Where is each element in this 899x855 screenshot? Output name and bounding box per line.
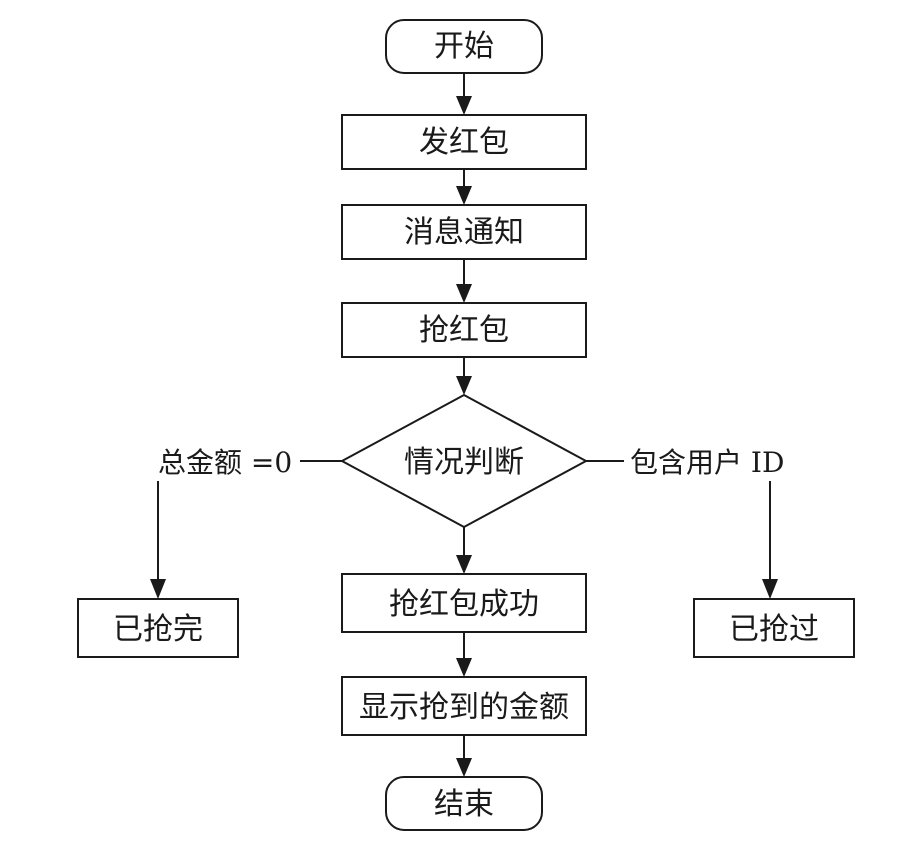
send-red-packet-node: 发红包 [341, 114, 587, 170]
condition-check-label: 情况判断 [404, 445, 524, 480]
start-node: 开始 [385, 19, 543, 74]
arrowhead-icon [456, 284, 472, 303]
message-notify-node: 消息通知 [341, 204, 587, 260]
arrowhead-icon [150, 579, 166, 599]
arrow-success-to-show [456, 632, 472, 677]
arrowhead-icon [456, 186, 472, 205]
arrowhead-icon [456, 376, 472, 395]
already-grabbed-shape [693, 598, 855, 658]
arrowhead-icon [762, 579, 778, 599]
arrow-notify-to-grab [456, 259, 472, 303]
arrowhead-icon [456, 658, 472, 677]
arrowhead-icon [456, 758, 472, 777]
arrowhead-icon [456, 96, 472, 115]
grab-success-node: 抢红包成功 [341, 573, 587, 633]
send-red-packet-label: 发红包 [419, 125, 509, 160]
grab-red-packet-shape [341, 302, 587, 358]
arrow-grab-to-decision [456, 357, 472, 395]
already-empty-label: 已抢完 [113, 612, 203, 647]
right-branch: 包含用户 ID [586, 446, 784, 599]
grab-success-label: 抢红包成功 [389, 587, 539, 622]
grab-red-packet-node: 抢红包 [341, 302, 587, 358]
end-node: 结束 [385, 776, 543, 831]
end-node-label: 结束 [434, 787, 494, 822]
arrow-send-to-notify [456, 169, 472, 205]
message-notify-label: 消息通知 [404, 215, 524, 250]
condition-check-node: 情况判断 [339, 393, 589, 529]
send-red-packet-shape [341, 114, 587, 170]
arrowhead-icon [456, 555, 472, 574]
grab-success-shape [341, 573, 587, 633]
arrow-start-to-send [456, 73, 472, 115]
branch-right-label: 包含用户 ID [630, 446, 784, 479]
left-branch: 总金额 =0 [150, 446, 342, 599]
already-empty-node: 已抢完 [77, 598, 239, 658]
already-empty-shape [77, 598, 239, 658]
arrow-decision-to-success [456, 527, 472, 574]
already-grabbed-node: 已抢过 [693, 598, 855, 658]
already-grabbed-label: 已抢过 [729, 612, 819, 647]
end-node-shape [385, 776, 543, 831]
arrow-show-to-end [456, 735, 472, 777]
show-amount-node: 显示抢到的金额 [341, 676, 587, 736]
start-node-label: 开始 [434, 29, 494, 64]
grab-red-packet-label: 抢红包 [419, 313, 509, 348]
show-amount-label: 显示抢到的金额 [359, 690, 569, 725]
branch-left-label: 总金额 =0 [158, 446, 292, 479]
